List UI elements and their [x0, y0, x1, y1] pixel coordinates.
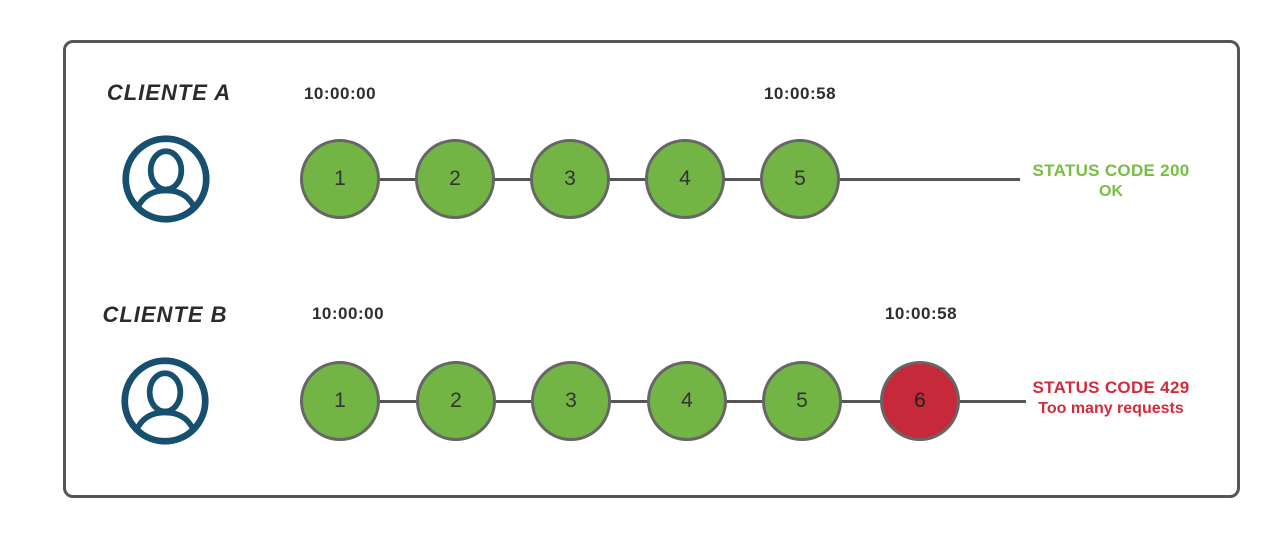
status-code-text: STATUS CODE 200: [1032, 161, 1190, 180]
row-a-end-timestamp: 10:00:58: [763, 84, 837, 103]
user-icon: [122, 135, 210, 223]
request-circle: 3: [530, 139, 610, 219]
request-circle: 3: [531, 361, 611, 441]
request-circle: 4: [647, 361, 727, 441]
request-circle: 1: [300, 361, 380, 441]
request-circle: 4: [645, 139, 725, 219]
status-message-text: OK: [1099, 183, 1123, 200]
row-b-status-label: STATUS CODE 429 Too many requests: [1006, 377, 1216, 419]
request-circle: 1: [300, 139, 380, 219]
row-b-start-timestamp: 10:00:00: [311, 304, 385, 323]
user-icon: [121, 357, 209, 445]
request-circle: 5: [760, 139, 840, 219]
request-circle: 2: [416, 361, 496, 441]
diagram-frame: [63, 40, 1240, 498]
row-a-status-label: STATUS CODE 200 OK: [1006, 160, 1216, 202]
status-message-text: Too many requests: [1038, 400, 1184, 417]
status-code-text: STATUS CODE 429: [1032, 378, 1190, 397]
client-b-label: CLIENTE B: [102, 302, 228, 327]
row-b-end-timestamp: 10:00:58: [884, 304, 958, 323]
request-circle: 5: [762, 361, 842, 441]
request-circle-rate-limited: 6: [880, 361, 960, 441]
client-a-label: CLIENTE A: [106, 80, 232, 105]
row-a-start-timestamp: 10:00:00: [303, 84, 377, 103]
request-circle: 2: [415, 139, 495, 219]
